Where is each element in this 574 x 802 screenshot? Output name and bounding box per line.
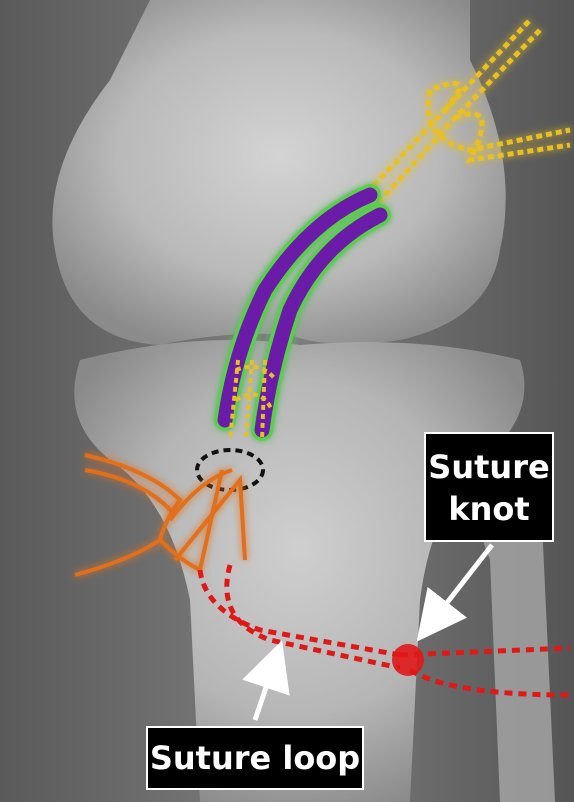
suture-loop-label: Suture loop (146, 726, 364, 790)
suture-knot-label-line1: Suture (426, 446, 552, 488)
suture-knot-mark (392, 644, 424, 676)
suture-knot-label: Suture knot (424, 432, 554, 542)
suture-knot-label-line2: knot (426, 488, 552, 530)
